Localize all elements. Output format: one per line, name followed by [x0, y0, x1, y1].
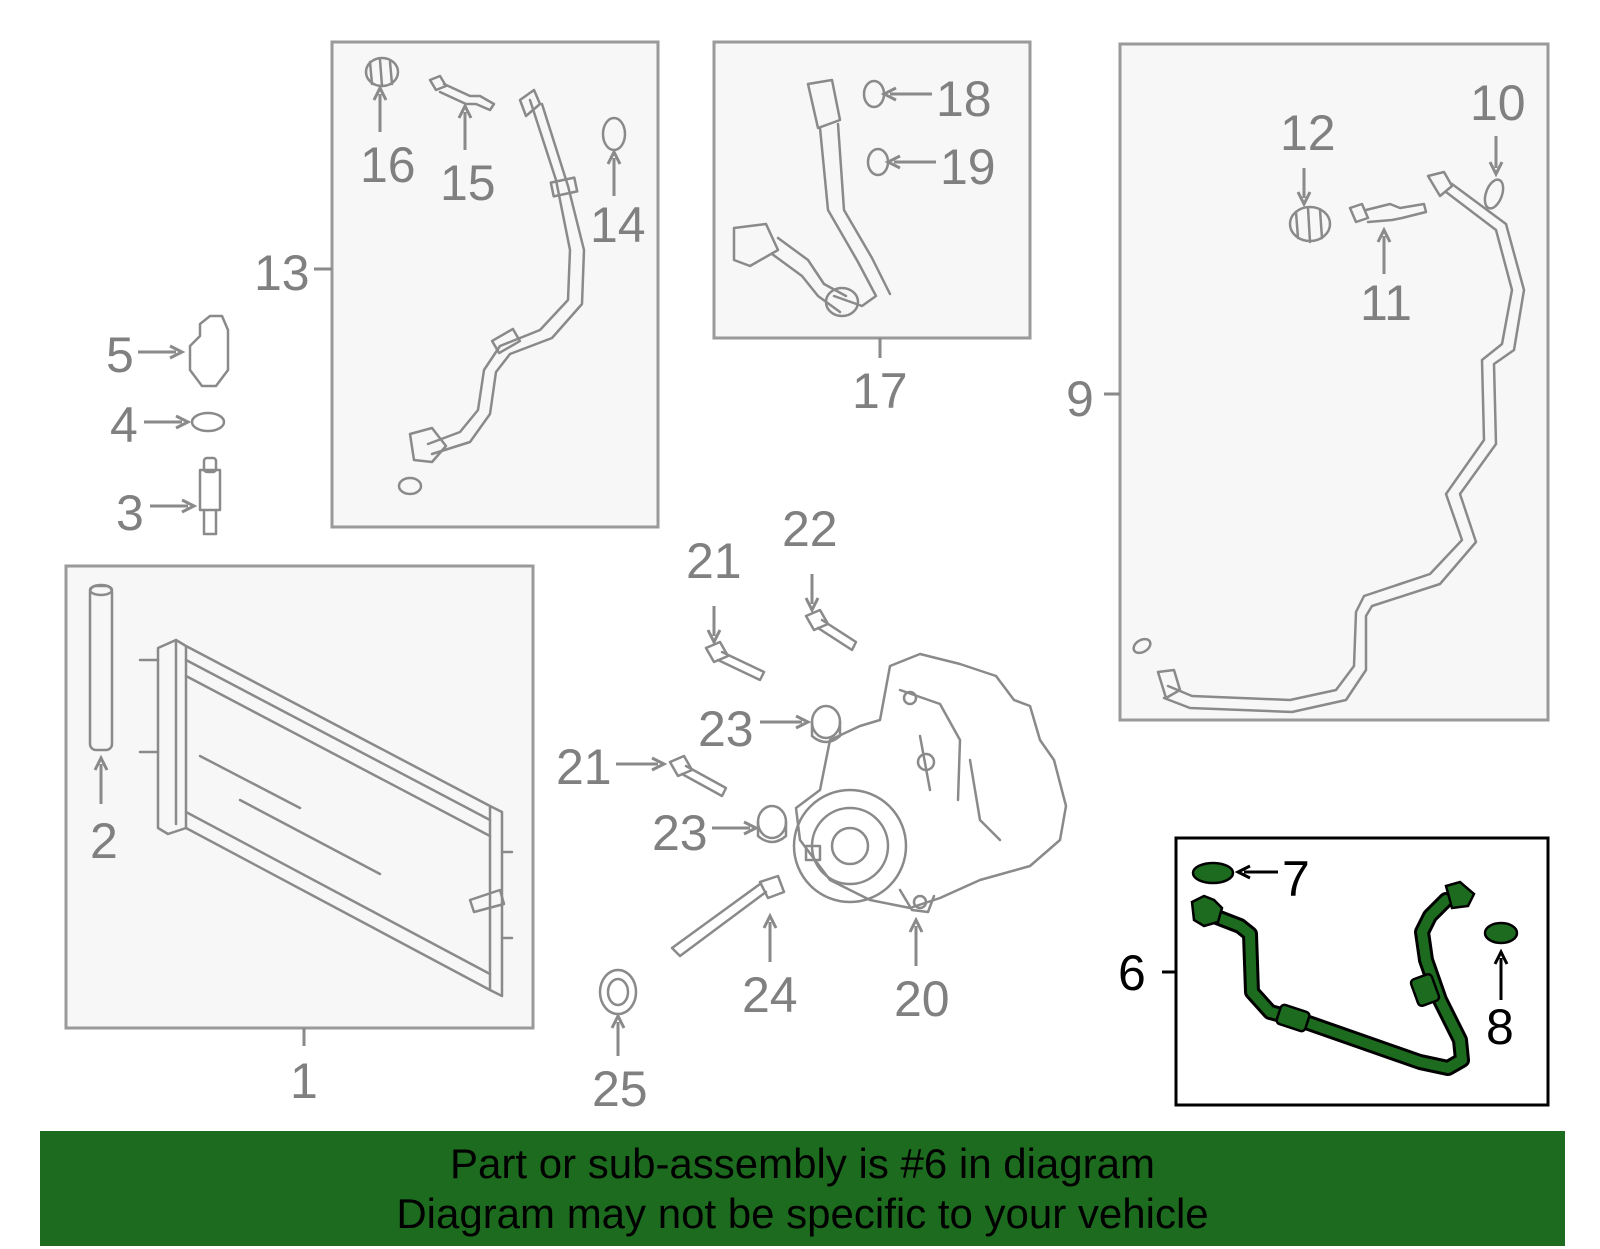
arrow-18 — [880, 86, 897, 102]
arrow-25 — [610, 1012, 626, 1029]
arrow-22 — [804, 597, 820, 614]
oring-8-drawing — [1483, 921, 1519, 945]
callout-19: 19 — [940, 139, 996, 195]
box-part-9 — [1118, 42, 1550, 722]
box-part-13 — [330, 40, 660, 529]
arrow-19 — [884, 154, 901, 170]
hose-6-drawing — [1190, 880, 1476, 1076]
callout-6: 6 — [1118, 945, 1146, 1001]
arrow-3 — [181, 498, 198, 514]
callout-5: 5 — [106, 327, 134, 383]
cap-16-drawing — [364, 56, 400, 88]
oring-7-drawing — [1191, 861, 1235, 885]
drier-2-drawing — [88, 583, 114, 752]
cap-12-drawing — [1288, 205, 1332, 244]
bolt-24-drawing — [670, 874, 786, 958]
compressor-20-drawing — [792, 652, 1068, 914]
callout-15: 15 — [440, 155, 496, 211]
bolt-21a-drawing — [704, 640, 766, 682]
callout-2: 2 — [90, 813, 118, 869]
bushing-23b-drawing — [756, 804, 788, 844]
seal-25-drawing — [598, 968, 638, 1016]
callout-7: 7 — [1282, 851, 1310, 907]
callout-20: 20 — [894, 971, 950, 1027]
arrow-23a — [795, 714, 812, 730]
box-part-1 — [64, 564, 535, 1030]
callout-4: 4 — [110, 397, 138, 453]
callout-21a: 21 — [686, 533, 742, 589]
box-6-frame — [1174, 836, 1550, 1107]
oring-10-drawing — [1483, 178, 1505, 210]
banner-line-disclaimer: Diagram may not be specific to your vehi… — [396, 1190, 1209, 1237]
arrow-14 — [606, 148, 622, 165]
oring-4-drawing — [190, 411, 226, 433]
arrow-23b — [743, 820, 760, 836]
arrow-7 — [1234, 864, 1251, 880]
callout-22: 22 — [782, 501, 838, 557]
arrow-2 — [93, 754, 109, 771]
callout-3: 3 — [116, 485, 144, 541]
box-13-frame — [330, 40, 660, 529]
callout-14: 14 — [590, 197, 646, 253]
arrow-16 — [372, 84, 388, 101]
arrow-5 — [169, 344, 186, 360]
callout-1: 1 — [290, 1053, 318, 1109]
info-banner: Part or sub-assembly is #6 in diagram Di… — [40, 1131, 1565, 1246]
callout-12: 12 — [1280, 105, 1336, 161]
box-1-frame — [64, 564, 535, 1030]
arrow-24 — [762, 912, 778, 929]
callout-21b: 21 — [556, 739, 612, 795]
arrow-4 — [175, 414, 192, 430]
arrow-21b — [651, 756, 668, 772]
valve-3-drawing — [198, 456, 222, 536]
callout-17: 17 — [852, 363, 908, 419]
arrow-11 — [1376, 226, 1392, 243]
callout-23b: 23 — [652, 805, 708, 861]
callout-8: 8 — [1486, 999, 1514, 1055]
banner-line-part: Part or sub-assembly is #6 in diagram — [450, 1140, 1155, 1187]
box-9-frame — [1118, 42, 1550, 722]
box-part-17 — [712, 40, 1032, 340]
arrow-20 — [908, 916, 924, 933]
bolt-22-drawing — [804, 608, 858, 652]
sensor-5-drawing — [188, 314, 230, 388]
valve-11-drawing — [1348, 202, 1428, 224]
callout-9: 9 — [1066, 371, 1094, 427]
arrow-8 — [1493, 948, 1509, 965]
arrow-12 — [1296, 191, 1312, 208]
callout-11: 11 — [1360, 275, 1412, 331]
arrow-21a — [706, 629, 722, 646]
box-part-6 — [1174, 836, 1550, 1107]
callout-13: 13 — [254, 245, 310, 301]
valve-15-drawing — [428, 74, 496, 112]
callout-24: 24 — [742, 967, 798, 1023]
bushing-23a-drawing — [810, 704, 842, 744]
callout-18: 18 — [936, 71, 992, 127]
hose-13-drawing — [397, 88, 586, 496]
callout-25: 25 — [592, 1061, 648, 1117]
callout-16: 16 — [360, 137, 416, 193]
arrow-10 — [1488, 161, 1504, 178]
condenser-1-drawing — [138, 638, 514, 998]
callout-10: 10 — [1470, 75, 1526, 131]
line-9-drawing — [1132, 170, 1526, 714]
arrow-15 — [457, 102, 473, 119]
bolt-21b-drawing — [668, 754, 728, 798]
callout-23a: 23 — [698, 701, 754, 757]
line-17-drawing — [732, 78, 892, 318]
